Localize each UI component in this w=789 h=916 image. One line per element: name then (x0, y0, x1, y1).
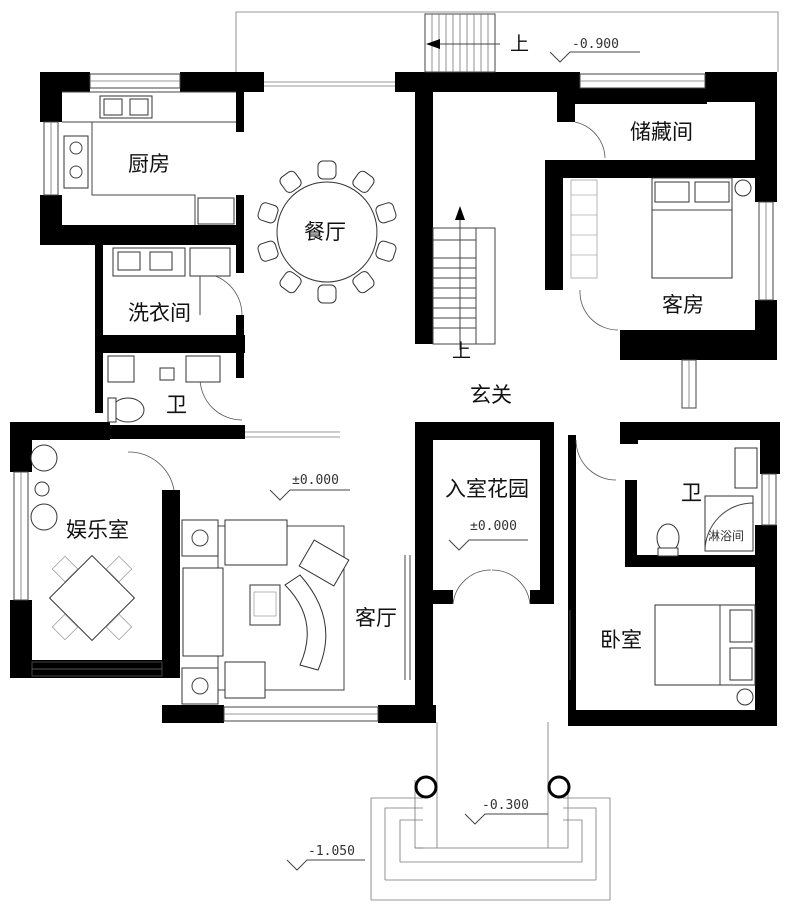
label-laundry: 洗衣间 (128, 301, 191, 325)
dining-chairs (257, 160, 397, 304)
kitchen-fixtures (62, 91, 236, 423)
label-dining: 餐厅 (304, 220, 346, 244)
entertainment-furniture (30, 444, 136, 642)
living-furniture (181, 519, 350, 705)
windows (13, 73, 777, 722)
dining-chair (352, 170, 375, 193)
staircase (424, 13, 500, 350)
dining-chair (317, 160, 337, 180)
elevation-markers (269, 51, 640, 871)
bedroom-furniture (654, 604, 756, 706)
elev-living: ±0.000 (292, 473, 339, 488)
elev-garden: ±0.000 (470, 519, 517, 534)
dining-chair (317, 284, 337, 304)
label-stair-up-top: 上 (510, 33, 529, 55)
elev-ground: -1.050 (308, 844, 355, 859)
label-foyer: 玄关 (470, 383, 512, 407)
right-wc-fixtures (656, 447, 758, 557)
dining-chair (352, 271, 375, 294)
label-guest-room: 客房 (662, 293, 704, 317)
label-storage: 储藏间 (630, 120, 693, 144)
dining-chair (279, 170, 302, 193)
label-wc-right: 卫 (681, 481, 702, 505)
elev-top: -0.900 (572, 37, 619, 52)
dining-chair (375, 240, 397, 262)
entry-steps (370, 722, 611, 901)
elev-entry: -0.300 (482, 798, 529, 813)
doors (127, 121, 619, 680)
label-wc-left: 卫 (166, 393, 187, 417)
guest-room-furniture (570, 177, 752, 279)
label-bedroom: 卧室 (600, 628, 642, 652)
room-labels: 厨房 餐厅 洗衣间 卫 娱乐室 客厅 入室花园 玄关 储藏间 客房 卫 淋浴间 … (66, 33, 744, 652)
label-shower: 淋浴间 (708, 529, 744, 543)
dining-table (276, 181, 378, 283)
label-entertainment: 娱乐室 (66, 518, 129, 542)
label-entry-garden: 入室花园 (445, 477, 529, 501)
elevation-labels: -0.900 ±0.000 ±0.000 -0.300 -1.050 (292, 37, 619, 859)
dining-chair (257, 240, 279, 262)
label-living: 客厅 (355, 606, 397, 630)
dining-chair (257, 202, 279, 224)
walls (10, 72, 780, 726)
dining-chair (279, 271, 302, 294)
dining-chair (375, 202, 397, 224)
label-stair-up-mid: 上 (452, 340, 471, 362)
label-kitchen: 厨房 (128, 152, 170, 176)
